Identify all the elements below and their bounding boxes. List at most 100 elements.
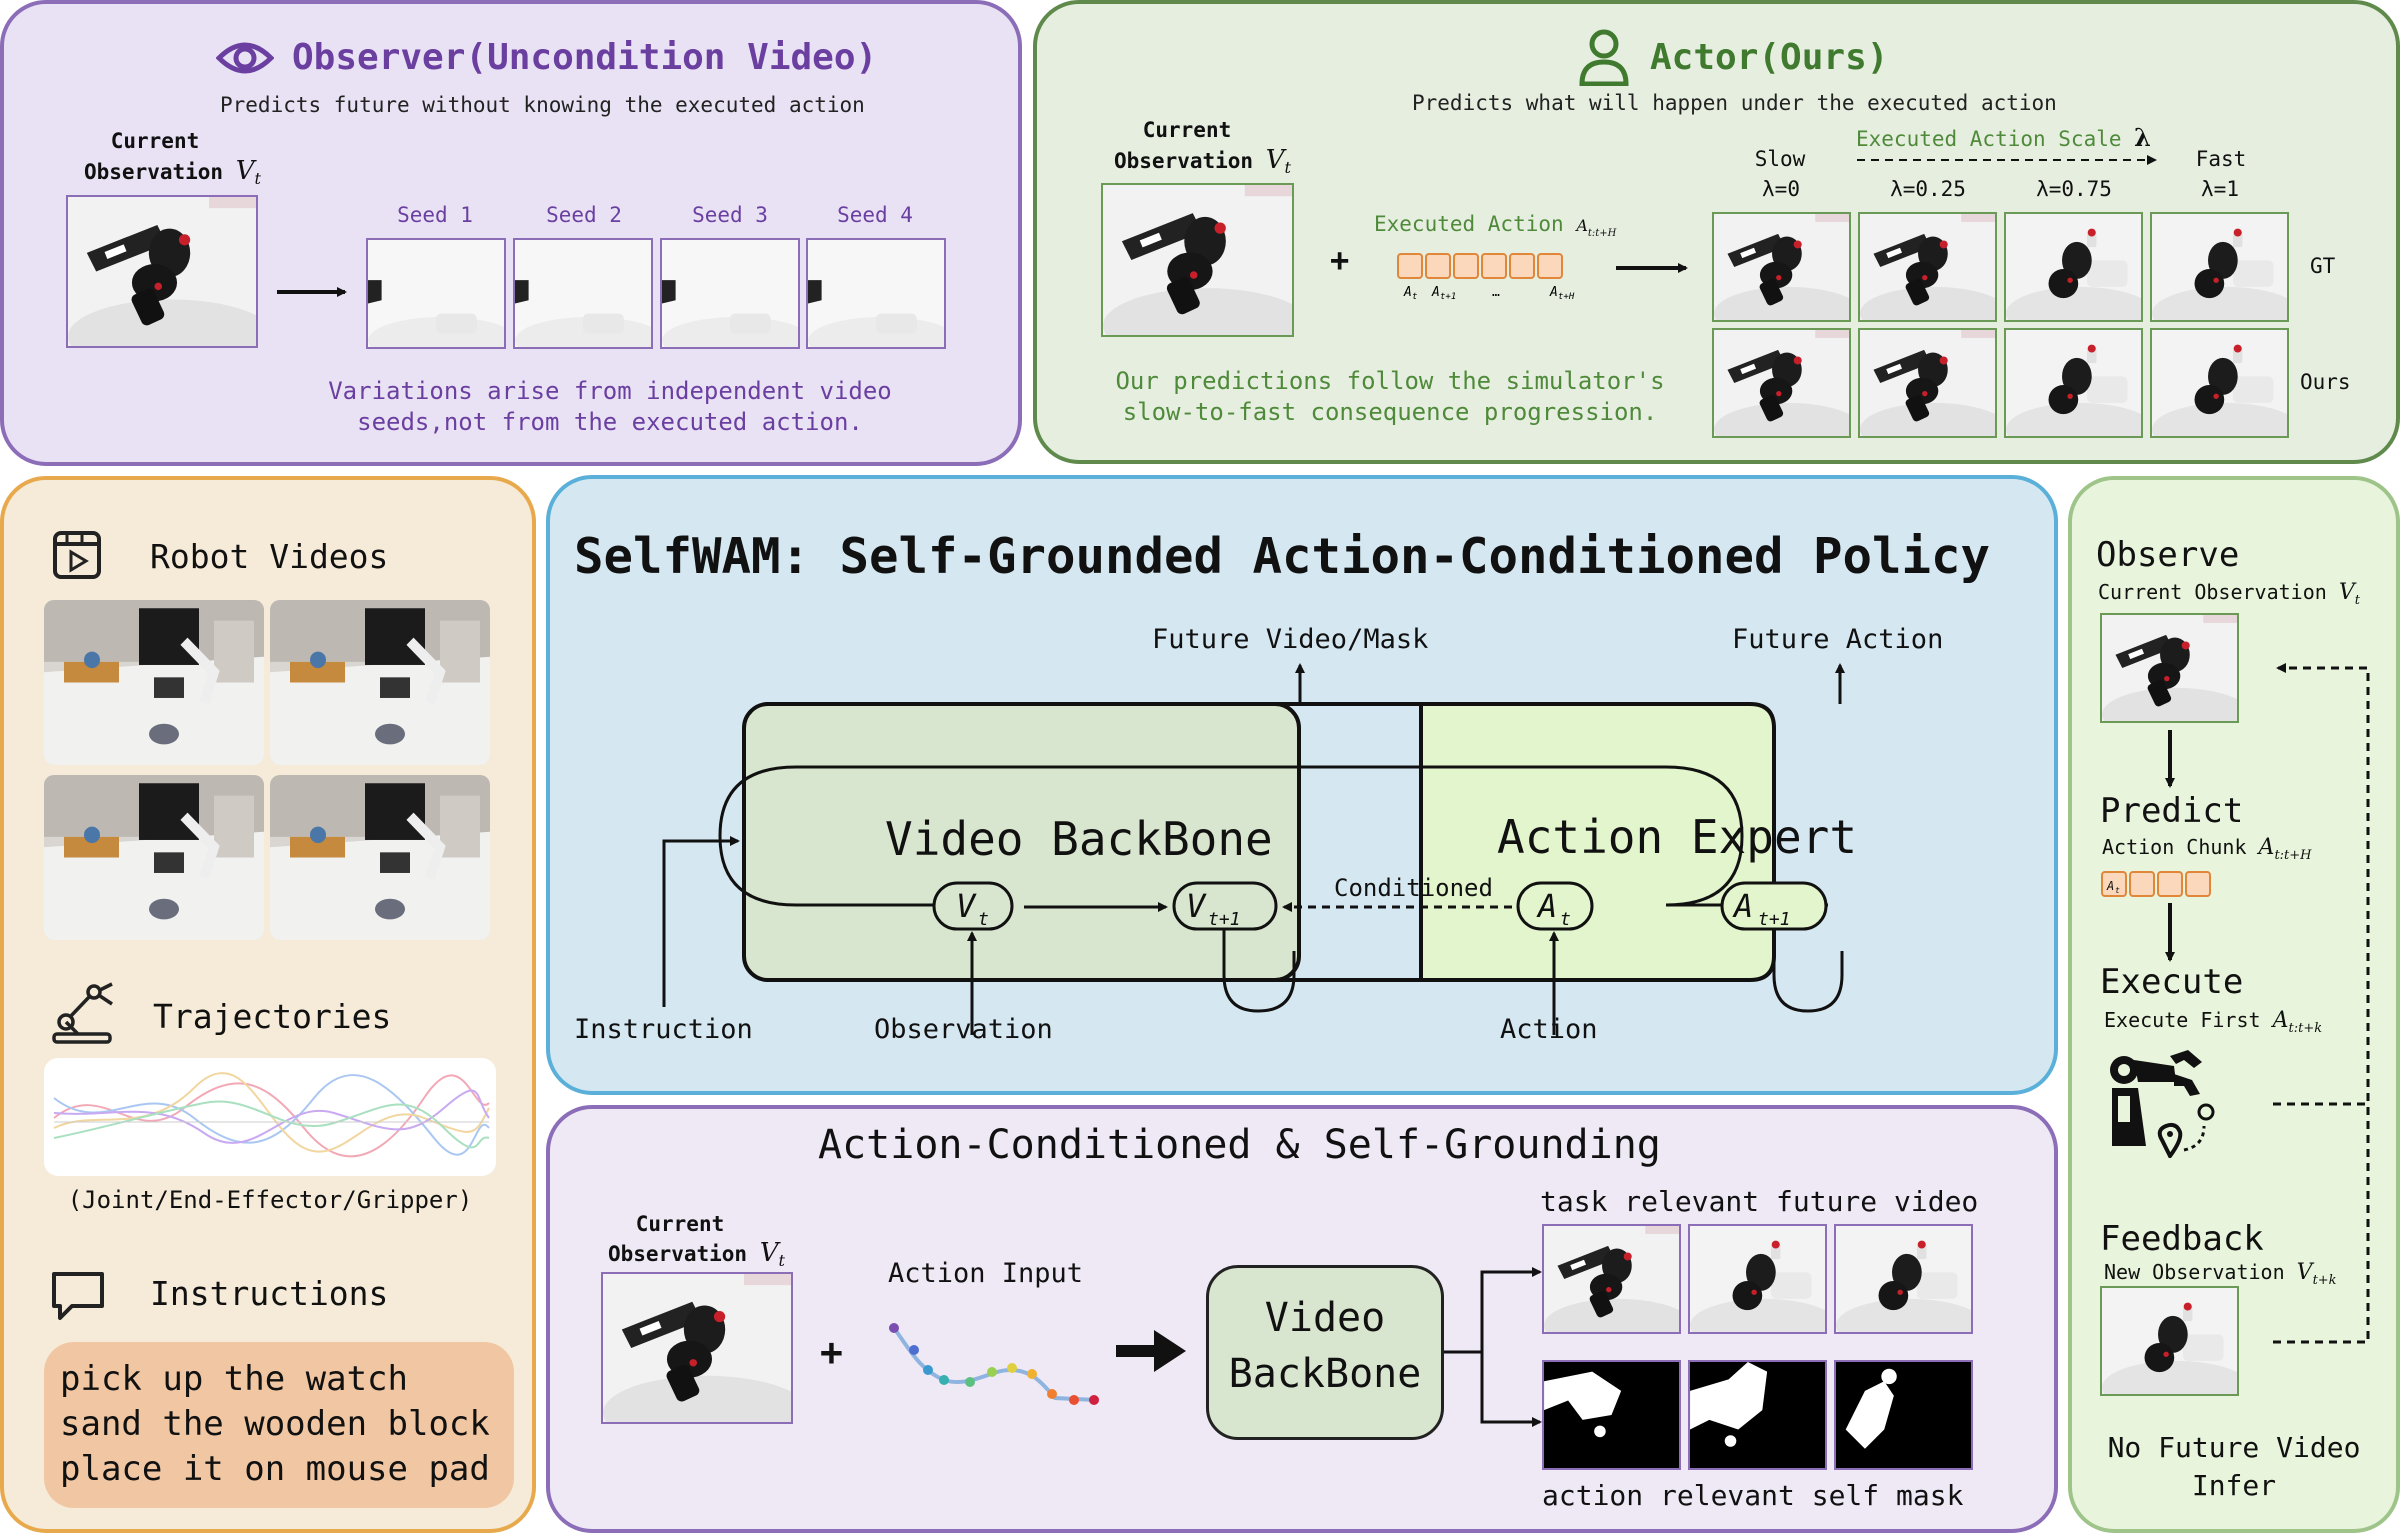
- future-action-label: Future Action: [1732, 624, 1944, 655]
- robot-video-2: [270, 600, 490, 765]
- conditioned-label: Conditioned: [1334, 874, 1493, 902]
- selfwam-title: SelfWAM: Self-Grounded Action-Conditione…: [574, 528, 1991, 585]
- lambda-label-1: λ=0: [1762, 177, 1800, 201]
- svg-text:t+1: t+1: [1440, 292, 1456, 302]
- actor-title: Actor(Ours): [1650, 37, 1889, 78]
- future-video-frame-1: [1542, 1224, 1681, 1334]
- seed-frame-1: [366, 238, 506, 349]
- trajectory-plot: [44, 1058, 496, 1176]
- executed-action-label: Executed Action At:t+H: [1374, 212, 1617, 240]
- self-mask-frame-1: [1542, 1360, 1681, 1470]
- actor-note-line1: Our predictions follow the simulator's: [1115, 367, 1665, 395]
- svg-text:A: A: [2106, 879, 2114, 893]
- future-video-frame-2: [1688, 1224, 1827, 1334]
- actor-arrow: [1616, 263, 1688, 273]
- grounding-backbone-line1: Video: [1264, 1295, 1386, 1341]
- predict-chunk-boxes: A t: [2101, 871, 2211, 897]
- future-video-frame-3: [1834, 1224, 1973, 1334]
- execute-sub: Execute First At:t+k: [2104, 1008, 2323, 1036]
- observer-note-line2: seeds,not from the executed action.: [357, 408, 863, 436]
- instruction-box: [44, 1342, 514, 1508]
- seed-label-2: Seed 2: [546, 203, 622, 227]
- lambda-label-4: λ=1: [2201, 177, 2239, 201]
- instruction-line-1: pick up the watch: [60, 1359, 408, 1399]
- actor-plus: +: [1330, 241, 1350, 279]
- svg-text:A: A: [1536, 887, 1557, 925]
- observe-heading: Observe: [2096, 535, 2240, 575]
- robot-execute-icon: [2110, 1050, 2215, 1158]
- actor-note-line2: slow-to-fast consequence progression.: [1122, 398, 1658, 426]
- self-mask-frame-2: [1688, 1360, 1827, 1470]
- svg-text:t: t: [1412, 292, 1417, 302]
- observe-sub: Current Observation Vt: [2098, 580, 2360, 608]
- ours-frame-4: [2150, 328, 2289, 438]
- action-input-label: Action: [1500, 1014, 1598, 1045]
- grounding-backbone-line2: BackBone: [1228, 1351, 1422, 1397]
- feedback-sub: New Observation Vt+k: [2104, 1260, 2337, 1288]
- inference-flow-arrows: [2165, 663, 2370, 1344]
- inference-footer-line2: Infer: [2191, 1469, 2277, 1502]
- instruction-line-3: place it on mouse pad: [60, 1449, 490, 1489]
- robot-arm-icon: [52, 982, 113, 1044]
- seed-frame-3: [660, 238, 800, 349]
- svg-text:t: t: [978, 909, 989, 930]
- seed-label-1: Seed 1: [397, 203, 473, 227]
- row-label-ours: Ours: [2300, 370, 2351, 394]
- grounding-title: Action-Conditioned & Self-Grounding: [818, 1122, 1661, 1168]
- grounding-split-arrows: [1444, 1267, 1542, 1427]
- seed-label-3: Seed 3: [692, 203, 768, 227]
- svg-text:V: V: [1186, 887, 1207, 925]
- svg-text:V: V: [956, 887, 977, 925]
- grounding-backbone-box: [1206, 1265, 1444, 1440]
- video-backbone-label: Video BackBone: [885, 812, 1273, 866]
- observer-current-label: Current: [110, 129, 200, 153]
- observe-image: [2100, 613, 2239, 723]
- gt-frame-3: [2004, 212, 2143, 322]
- gt-frame-2: [1858, 212, 1997, 322]
- instruction-input-label: Instruction: [574, 1014, 753, 1045]
- grounding-observation-label: Observation Vt: [608, 1238, 785, 1271]
- observer-note-line1: Variations arise from independent video: [328, 377, 892, 405]
- execute-heading: Execute: [2100, 962, 2244, 1002]
- observer-subtitle: Predicts future without knowing the exec…: [220, 93, 865, 117]
- chat-icon: [52, 1272, 104, 1320]
- scale-arrow: [1857, 155, 2157, 165]
- user-icon: [1579, 29, 1629, 86]
- observation-input-label: Observation: [874, 1014, 1053, 1045]
- video-icon: [53, 531, 101, 579]
- fast-label: Fast: [2195, 147, 2247, 171]
- svg-text:t: t: [2115, 886, 2120, 895]
- robot-video-3: [44, 775, 264, 940]
- scale-label: Executed Action Scale λ: [1856, 123, 2151, 152]
- ours-frame-1: [1712, 328, 1851, 438]
- grounding-plus: +: [820, 1330, 843, 1374]
- predict-heading: Predict: [2100, 791, 2244, 831]
- svg-text:t: t: [1560, 909, 1571, 930]
- task-video-label: task relevant future video: [1540, 1185, 1979, 1218]
- feedback-heading: Feedback: [2100, 1219, 2264, 1259]
- action-input-heading: Action Input: [888, 1258, 1084, 1289]
- selfwam-diagram: V t V t+1 A t A t+1: [662, 663, 1845, 1035]
- observer-title: Observer(Uncondition Video): [292, 37, 878, 78]
- ours-frame-3: [2004, 328, 2143, 438]
- svg-text:t+1: t+1: [1208, 909, 1241, 930]
- inference-footer-line1: No Future Video: [2107, 1431, 2361, 1464]
- svg-text:t+H: t+H: [1558, 292, 1575, 302]
- grounding-big-arrow: [1116, 1330, 1186, 1372]
- action-trajectory: [889, 1323, 1099, 1405]
- lambda-label-3: λ=0.75: [2036, 177, 2112, 201]
- observer-observation-label: Observation Vt: [84, 156, 261, 189]
- observer-current-image: [66, 195, 258, 348]
- actor-observation-label: Observation Vt: [1114, 145, 1291, 178]
- robot-video-1: [44, 600, 264, 765]
- svg-text:t+1: t+1: [1758, 909, 1791, 930]
- predict-sub: Action Chunk At:t+H: [2102, 835, 2312, 863]
- grounding-current-image: [601, 1272, 793, 1424]
- robot-video-4: [270, 775, 490, 940]
- row-label-gt: GT: [2310, 254, 2336, 278]
- slow-label: Slow: [1754, 147, 1806, 171]
- eye-icon: [216, 42, 274, 74]
- actor-current-label: Current: [1142, 118, 1232, 142]
- seed-frame-4: [806, 238, 946, 349]
- svg-text:A: A: [1732, 887, 1753, 925]
